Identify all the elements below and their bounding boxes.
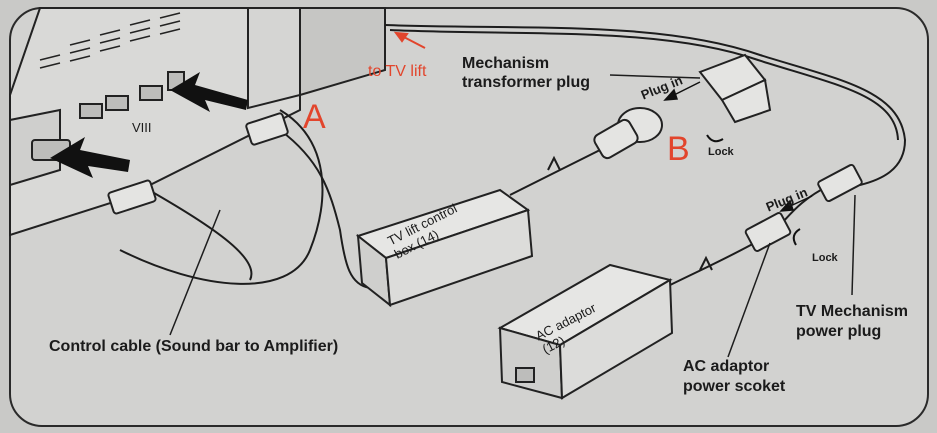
marker-b: B bbox=[667, 130, 690, 168]
ac-adaptor-shape bbox=[497, 263, 674, 400]
lock-label-1: Lock bbox=[708, 146, 734, 158]
plug-a bbox=[245, 112, 289, 146]
plug-in-arrows bbox=[663, 81, 813, 212]
marker-a: A bbox=[303, 98, 326, 136]
mechanism-transformer-plug-label: Mechanism transformer plug bbox=[462, 55, 591, 91]
to-tv-lift-label: to TV lift bbox=[368, 63, 427, 80]
lock-label-2: Lock bbox=[812, 252, 838, 264]
insert-arrows bbox=[50, 72, 248, 178]
ac-adaptor-power-socket-label: AC adaptor power scoket bbox=[683, 358, 786, 395]
plug-left bbox=[107, 179, 157, 215]
connector-b-shape bbox=[593, 107, 663, 160]
lock-curls bbox=[706, 134, 801, 246]
cables bbox=[119, 24, 907, 291]
lift-pillar bbox=[247, 7, 386, 110]
cable-breaks bbox=[547, 155, 713, 271]
red-arrow bbox=[393, 31, 426, 49]
power-connectors-shape bbox=[744, 163, 863, 252]
tv-mechanism-power-plug-label: TV Mechanism power plug bbox=[796, 303, 909, 340]
tv-lift-control-box-shape bbox=[355, 188, 534, 308]
viii-label: VIII bbox=[132, 120, 152, 135]
callout-lines bbox=[169, 74, 856, 358]
mechanism-transformer-plug-shape bbox=[698, 53, 772, 124]
control-cable-label: Control cable (Sound bar to Amplifier) bbox=[49, 338, 339, 355]
amplifier-back-panel bbox=[9, 7, 301, 237]
